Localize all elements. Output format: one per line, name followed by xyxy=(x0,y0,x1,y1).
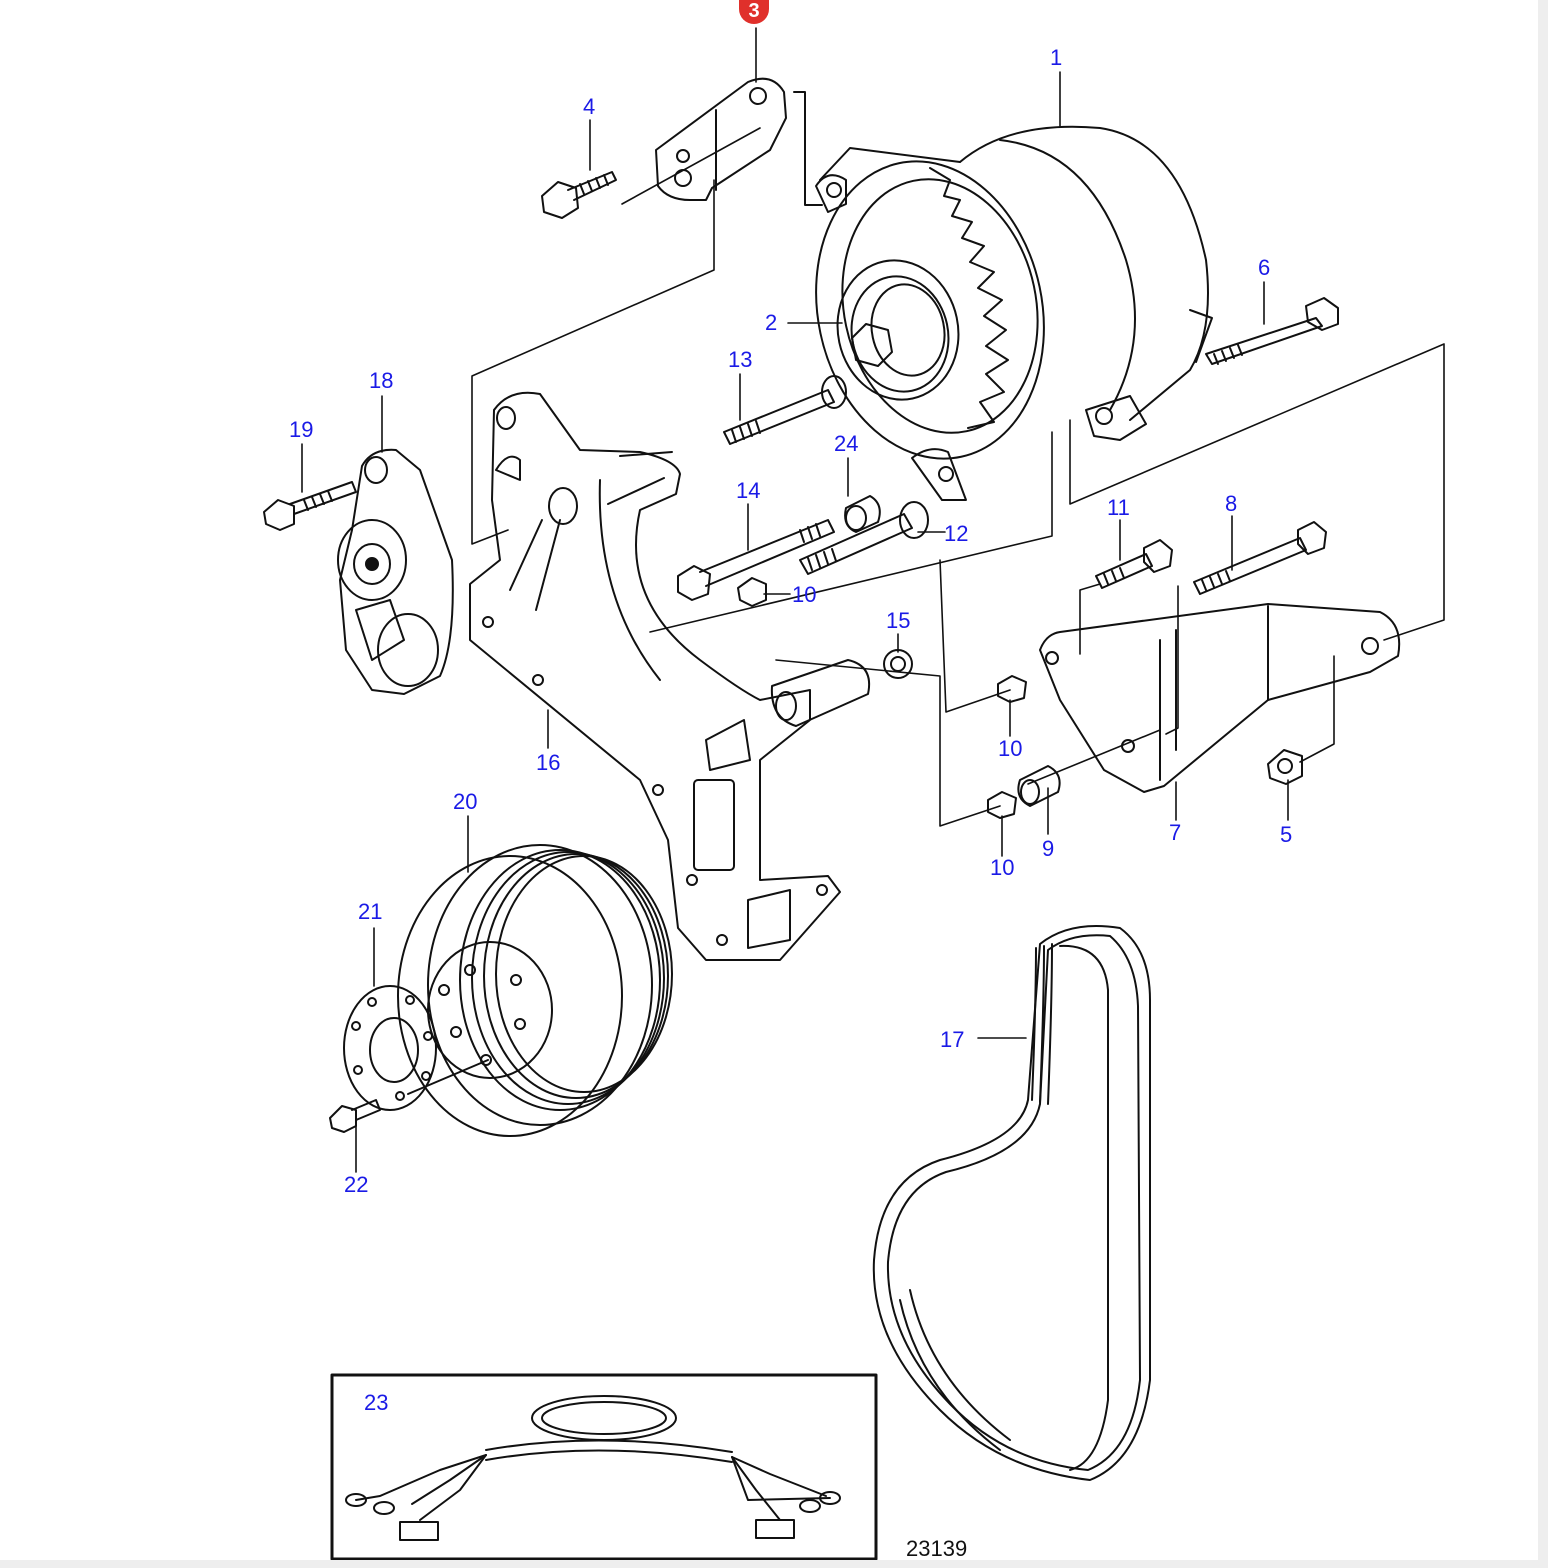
nut-part-15 xyxy=(883,649,913,679)
bolt-part-6 xyxy=(1205,297,1339,365)
bolt-part-4 xyxy=(541,171,617,219)
tensioner-part-18 xyxy=(337,448,454,695)
callout-4[interactable]: 4 xyxy=(583,94,596,119)
leader-lines xyxy=(301,27,1445,1173)
callout-19[interactable]: 19 xyxy=(289,417,314,442)
callout-10[interactable]: 10 xyxy=(990,855,1015,880)
bolt-part-8 xyxy=(1193,521,1327,595)
window-right-edge xyxy=(1538,0,1548,1568)
spacer-part-9 xyxy=(1017,765,1061,807)
bracket-part-3 xyxy=(655,77,823,206)
callout-7[interactable]: 7 xyxy=(1169,820,1182,845)
callout-12[interactable]: 12 xyxy=(944,521,969,546)
bolt-part-14 xyxy=(677,519,835,601)
callout-21[interactable]: 21 xyxy=(358,899,383,924)
callout-10[interactable]: 10 xyxy=(998,736,1023,761)
callout-10[interactable]: 10 xyxy=(792,582,817,607)
nut-part-5 xyxy=(1267,749,1303,785)
callout-20[interactable]: 20 xyxy=(453,789,478,814)
drawing-number: 23139 xyxy=(906,1536,968,1561)
callout-15[interactable]: 15 xyxy=(886,608,911,633)
bracket-part-7 xyxy=(1039,603,1401,793)
belt-part-17 xyxy=(872,925,1151,1481)
callout-5[interactable]: 5 xyxy=(1280,822,1293,847)
callout-11[interactable]: 11 xyxy=(1107,495,1130,520)
callout-14[interactable]: 14 xyxy=(736,478,761,503)
callout-18[interactable]: 18 xyxy=(369,368,394,393)
spacer-part-24 xyxy=(844,495,881,533)
window-bottom-edge xyxy=(0,1560,1548,1568)
callout-2[interactable]: 2 xyxy=(765,310,778,335)
callout-6[interactable]: 6 xyxy=(1258,255,1271,280)
bolt-part-22 xyxy=(329,1099,381,1133)
bolt-part-12 xyxy=(799,501,929,575)
nut-part-10 xyxy=(737,577,1027,819)
alternator-part-1 xyxy=(815,125,1213,501)
pulley-part-20 xyxy=(397,844,673,1137)
bolt-part-11 xyxy=(1095,539,1173,589)
plate-part-21 xyxy=(343,985,489,1111)
bolt-part-19 xyxy=(263,481,357,531)
callout-22[interactable]: 22 xyxy=(344,1172,369,1197)
harness-box-part-23 xyxy=(330,1373,878,1561)
callout-1[interactable]: 1 xyxy=(1050,45,1063,70)
stud-part-13 xyxy=(723,375,847,445)
callout-8[interactable]: 8 xyxy=(1225,491,1238,516)
callout-17[interactable]: 17 xyxy=(940,1027,965,1052)
callout-16[interactable]: 16 xyxy=(536,750,561,775)
callout-23[interactable]: 23 xyxy=(364,1390,389,1415)
callout-badge-3[interactable]: 3 xyxy=(739,0,769,24)
callout-13[interactable]: 13 xyxy=(728,347,753,372)
callout-24[interactable]: 24 xyxy=(834,431,859,456)
bracket-part-16 xyxy=(469,391,870,961)
callout-9[interactable]: 9 xyxy=(1042,836,1055,861)
